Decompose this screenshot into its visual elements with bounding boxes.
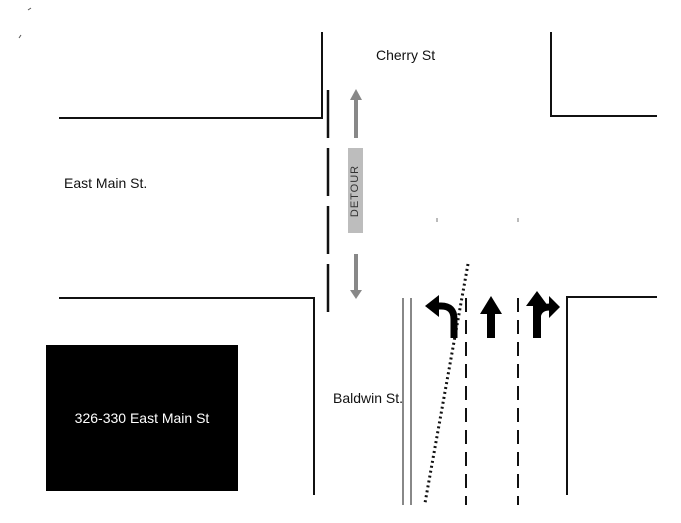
curb-lines — [59, 32, 657, 495]
diagonal-dotted-line — [423, 263, 470, 504]
curb-southwest — [59, 297, 315, 495]
curb-northwest — [59, 32, 323, 119]
left-turn-arrow-icon — [425, 295, 458, 338]
detour-down-arrow-icon — [350, 290, 362, 299]
straight-right-arrow-icon — [526, 291, 560, 338]
street-label-baldwin: Baldwin St. — [333, 390, 404, 406]
curb-northeast — [550, 32, 657, 117]
lane-dividers — [465, 298, 519, 505]
detour-arrows — [350, 89, 362, 299]
double-center-line — [402, 298, 412, 505]
building-label: 326-330 East Main St — [74, 410, 210, 426]
building-block: 326-330 East Main St — [46, 345, 238, 491]
stray-mark — [18, 34, 22, 39]
stray-mark — [27, 7, 32, 11]
detour-up-arrow-icon — [350, 89, 362, 100]
curb-southeast — [566, 296, 657, 495]
detour-label: DETOUR — [349, 164, 362, 217]
street-label-cherry: Cherry St — [376, 47, 436, 63]
street-label-east-main: East Main St. — [64, 175, 148, 191]
straight-arrow-icon — [480, 296, 502, 338]
detour-sign: DETOUR — [348, 148, 363, 233]
